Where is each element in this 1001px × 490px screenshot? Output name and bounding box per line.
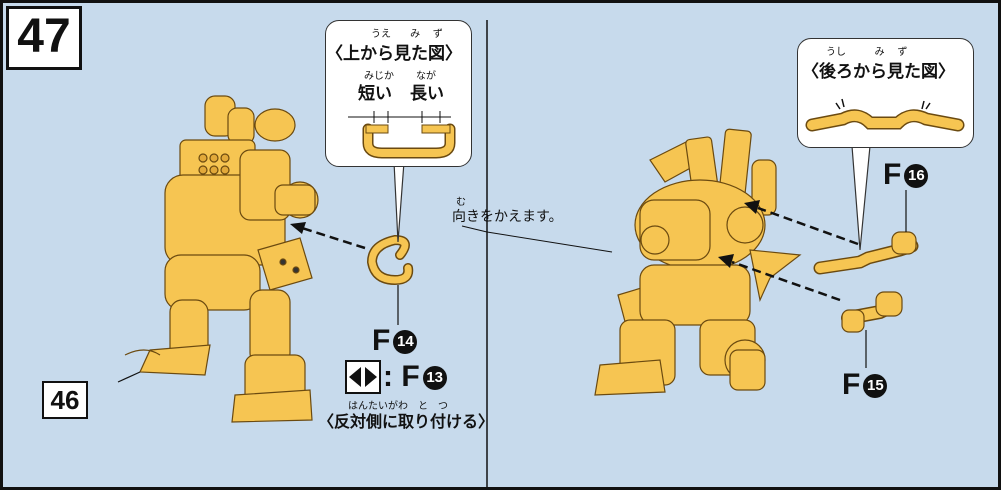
reference-step-box: 46 bbox=[42, 381, 88, 419]
turn-pointer-line bbox=[486, 231, 613, 253]
flip-arrows-glyph bbox=[349, 367, 377, 387]
long-ruby: なが bbox=[416, 71, 436, 82]
part-arrow-icon-f16 bbox=[744, 200, 859, 246]
turn-pointer-line-left bbox=[461, 225, 488, 233]
rear-view-title: 〈後ろから見た図〉 bbox=[802, 62, 955, 81]
rear-view-ruby: うし み ず bbox=[826, 47, 908, 58]
top-view-ruby: うえ み ず bbox=[371, 29, 443, 40]
part-arrow-icon-f15 bbox=[718, 254, 841, 302]
ref-leader bbox=[117, 371, 141, 383]
part-f14-letter: F bbox=[372, 324, 391, 357]
top-view-title: 〈上から見た図〉 bbox=[326, 44, 462, 63]
opposite-side-note: 〈反対側に取り付ける〉 bbox=[318, 414, 495, 431]
part-f16-letter: F bbox=[883, 158, 902, 191]
flip-arrows-icon bbox=[345, 360, 381, 394]
opposite-side-ruby: はんたいがわ と つ bbox=[348, 401, 448, 412]
part-f13-prefix: : bbox=[383, 360, 393, 393]
robot-left-view bbox=[124, 95, 319, 423]
part-f14-number: 14 bbox=[393, 330, 418, 355]
short-label: 短い bbox=[358, 84, 392, 103]
rear-view-diagram bbox=[805, 98, 965, 132]
callout-pointer-left bbox=[393, 161, 405, 243]
long-label: 長い bbox=[410, 84, 444, 103]
callout-pointer-right bbox=[851, 145, 871, 251]
rear-view-callout: うし み ず 〈後ろから見た図〉 bbox=[797, 38, 974, 148]
turn-around-note: 向きをかえます。 bbox=[452, 209, 563, 225]
short-ruby: みじか bbox=[364, 71, 394, 82]
top-view-callout: うえ み ず 〈上から見た図〉 みじか なが 短い 長い bbox=[325, 20, 472, 167]
part-f13-letter: F bbox=[401, 360, 420, 393]
part-f16-number: 16 bbox=[904, 164, 929, 189]
part-f14 bbox=[366, 234, 414, 286]
part-f13-number: 13 bbox=[422, 366, 447, 391]
part-f15-letter: F bbox=[842, 368, 861, 401]
turn-ruby: む bbox=[456, 197, 466, 208]
part-arrow-icon bbox=[290, 222, 366, 250]
robot-right-view bbox=[594, 128, 802, 396]
part-f15 bbox=[841, 291, 903, 333]
part-f16 bbox=[813, 231, 919, 275]
part-f15-number: 15 bbox=[863, 374, 888, 399]
top-view-diagram bbox=[348, 111, 456, 159]
step-number-box: 47 bbox=[6, 6, 82, 70]
